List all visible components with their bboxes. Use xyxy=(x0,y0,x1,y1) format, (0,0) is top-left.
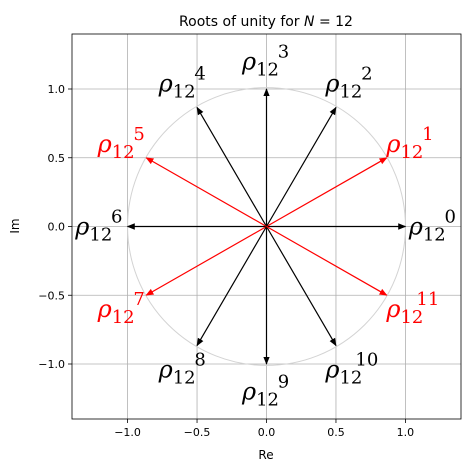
root-label-sup-5: 5 xyxy=(133,124,144,145)
root-vectors xyxy=(126,88,407,365)
root-label-sub-5: 12 xyxy=(112,142,135,163)
chart-title-suffix: = 12 xyxy=(315,14,353,30)
x-tick-label-4: 1.0 xyxy=(397,426,415,439)
root-label-sup-8: 8 xyxy=(194,349,205,370)
root-label-base-8: ρ xyxy=(158,355,173,383)
root-label-sub-6: 12 xyxy=(89,225,112,246)
root-label-base-0: ρ xyxy=(408,213,423,241)
root-label-sup-0: 0 xyxy=(444,207,455,228)
root-vector-11 xyxy=(266,225,388,296)
svg-text:ρ12: ρ12 xyxy=(324,70,362,103)
svg-text:ρ12: ρ12 xyxy=(241,48,279,81)
root-label-sup-4: 4 xyxy=(194,64,205,85)
svg-text:ρ12: ρ12 xyxy=(158,70,196,103)
root-label-sup-11: 11 xyxy=(416,289,439,310)
root-label-sup-9: 9 xyxy=(278,372,289,393)
root-label-sub-1: 12 xyxy=(400,142,423,163)
root-label-sup-6: 6 xyxy=(111,207,122,228)
chart-title: Roots of unity for N = 12 xyxy=(179,14,353,30)
y-tick-label-3: 0.5 xyxy=(48,152,66,165)
root-vector-1 xyxy=(266,157,388,228)
x-tick-label-1: −0.5 xyxy=(184,426,211,439)
root-vector-7 xyxy=(145,225,267,296)
root-label-sub-3: 12 xyxy=(256,60,279,81)
root-label-sub-11: 12 xyxy=(400,307,423,328)
root-label-sup-3: 3 xyxy=(278,42,289,63)
axis-ticks: −1.0 −0.5 0.0 0.5 1.0 −1.0 −0.5 0.0 0.5 1.0 xyxy=(38,83,414,439)
root-label-sub-8: 12 xyxy=(173,367,196,388)
root-vector-10 xyxy=(265,226,337,347)
root-label-base-11: ρ xyxy=(385,295,400,323)
root-label-sup-2: 2 xyxy=(361,64,372,85)
root-label-sup-7: 7 xyxy=(133,289,144,310)
y-tick-label-4: 1.0 xyxy=(48,83,66,96)
root-label-base-6: ρ xyxy=(74,213,89,241)
root-label-base-7: ρ xyxy=(97,295,112,323)
root-label-base-4: ρ xyxy=(158,70,173,98)
svg-text:ρ12: ρ12 xyxy=(74,213,112,246)
root-vector-5 xyxy=(145,157,267,228)
chart-title-variable: N xyxy=(304,14,315,30)
root-label-sup-1: 1 xyxy=(422,124,433,145)
y-tick-label-0: −1.0 xyxy=(38,358,65,371)
x-tick-label-3: 0.5 xyxy=(327,426,345,439)
svg-text:ρ12: ρ12 xyxy=(97,130,135,163)
root-label-sub-7: 12 xyxy=(112,307,135,328)
root-label-base-10: ρ xyxy=(324,355,339,383)
root-label-base-5: ρ xyxy=(97,130,112,158)
root-label-sub-0: 12 xyxy=(423,225,446,246)
root-label-sub-9: 12 xyxy=(256,390,279,411)
svg-text:ρ12: ρ12 xyxy=(97,295,135,328)
x-tick-label-0: −1.0 xyxy=(114,426,141,439)
root-vector-4 xyxy=(196,106,268,227)
root-label-sub-10: 12 xyxy=(339,367,362,388)
root-label-sub-4: 12 xyxy=(173,82,196,103)
x-axis-label: Re xyxy=(258,448,273,462)
svg-text:ρ12: ρ12 xyxy=(324,355,362,388)
root-label-sup-10: 10 xyxy=(355,349,378,370)
svg-text:ρ12: ρ12 xyxy=(158,355,196,388)
root-label-sub-2: 12 xyxy=(339,82,362,103)
root-label-base-1: ρ xyxy=(385,130,400,158)
y-tick-label-1: −0.5 xyxy=(38,289,65,302)
y-axis-label: Im xyxy=(8,218,22,233)
svg-text:ρ12: ρ12 xyxy=(385,130,423,163)
root-vector-2 xyxy=(265,106,337,227)
root-labels: ρ120ρ121ρ122ρ123ρ124ρ125ρ126ρ127ρ128ρ129… xyxy=(74,42,456,411)
y-tick-label-2: 0.0 xyxy=(48,221,66,234)
svg-text:ρ12: ρ12 xyxy=(408,213,446,246)
root-vector-8 xyxy=(196,226,268,347)
svg-text:ρ12: ρ12 xyxy=(385,295,423,328)
root-label-base-3: ρ xyxy=(241,48,256,76)
chart-title-prefix: Roots of unity for xyxy=(179,14,304,30)
root-label-base-9: ρ xyxy=(241,378,256,406)
svg-text:ρ12: ρ12 xyxy=(241,378,279,411)
x-tick-label-2: 0.0 xyxy=(258,426,276,439)
root-label-base-2: ρ xyxy=(324,70,339,98)
